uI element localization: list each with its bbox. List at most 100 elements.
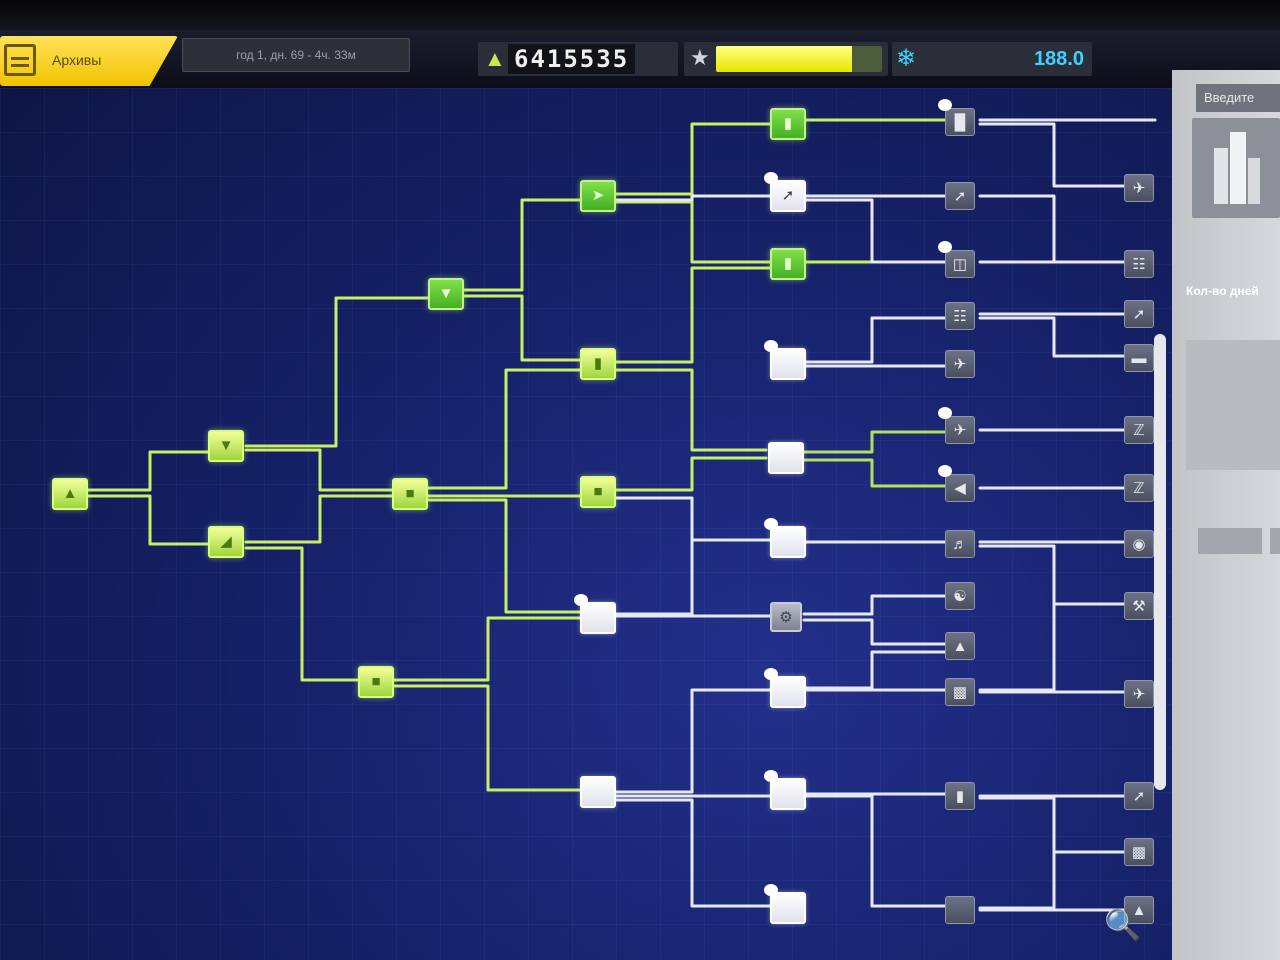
tech-node[interactable]: [764, 668, 806, 708]
tech-node[interactable]: [580, 776, 616, 808]
tech-node[interactable]: [764, 884, 806, 924]
tech-node[interactable]: ⚙: [770, 602, 802, 632]
tech-icon: ◫: [952, 256, 968, 273]
tech-icon: ➚: [1132, 788, 1146, 805]
tech-node[interactable]: ▮: [945, 782, 975, 810]
tech-node[interactable]: ➚: [1124, 300, 1154, 328]
tech-node[interactable]: ▩: [945, 678, 975, 706]
tech-node[interactable]: ▼: [428, 278, 464, 310]
tech-icon: ▮: [593, 355, 603, 372]
tech-icon: ☷: [1132, 256, 1146, 273]
tech-icon: ♬: [952, 536, 968, 553]
zoom-icon[interactable]: 🔍: [1104, 909, 1142, 942]
tech-node[interactable]: ▮: [770, 108, 806, 140]
tech-icon: ▮: [955, 788, 965, 805]
tech-node[interactable]: ♬: [945, 530, 975, 558]
side-panel-button[interactable]: [1270, 528, 1280, 554]
tech-icon: ▩: [952, 684, 968, 701]
monitor-bezel: [0, 0, 1280, 30]
new-badge: [574, 594, 588, 606]
tech-node[interactable]: ◀: [938, 465, 975, 502]
building-preview: [1192, 118, 1280, 218]
tech-node[interactable]: ◫: [938, 241, 975, 278]
tech-node[interactable]: ▮: [770, 248, 806, 280]
tech-node[interactable]: ℤ: [1124, 416, 1154, 444]
archive-button[interactable]: Архивы: [0, 36, 178, 86]
tech-icon: ➚: [1132, 306, 1146, 323]
tech-icon: █: [954, 114, 966, 131]
money-display: ▲ 6415535: [478, 42, 678, 76]
tech-node[interactable]: ▲: [1124, 896, 1154, 924]
enter-button[interactable]: Введите: [1196, 84, 1280, 112]
side-panel-heading: Кол-во дней: [1186, 284, 1259, 298]
tech-icon: ■: [593, 483, 603, 500]
science-display: ❄ 188.0: [892, 42, 1092, 76]
tech-node[interactable]: ℤ: [1124, 474, 1154, 502]
tech-icon: ▮: [783, 115, 793, 132]
tech-node[interactable]: ➤: [580, 180, 616, 212]
tech-icon: ◀: [954, 480, 966, 497]
tech-icon: ◢: [220, 533, 232, 550]
tech-icon: ✈: [1132, 686, 1146, 703]
new-badge: [938, 407, 952, 419]
tech-node[interactable]: [764, 340, 806, 380]
tech-node[interactable]: ➚: [764, 172, 806, 212]
tech-icon: ▲: [62, 485, 78, 502]
tech-node[interactable]: ✈: [945, 350, 975, 378]
tech-node[interactable]: ➚: [945, 182, 975, 210]
tech-node[interactable]: [574, 594, 616, 634]
tech-node[interactable]: ✈: [1124, 680, 1154, 708]
tech-node[interactable]: [945, 896, 975, 924]
tech-node[interactable]: ▼: [208, 430, 244, 462]
tech-icon: ℤ: [1133, 480, 1145, 497]
tech-node[interactable]: [764, 770, 806, 810]
science-value: 188.0: [1033, 48, 1084, 70]
new-badge: [764, 770, 778, 782]
tech-node[interactable]: ☯: [945, 582, 975, 610]
tech-icon: ◉: [1132, 536, 1146, 553]
new-badge: [764, 518, 778, 530]
tech-node[interactable]: ◉: [1124, 530, 1154, 558]
tech-node[interactable]: ✈: [938, 407, 975, 444]
tech-node[interactable]: ➚: [1124, 782, 1154, 810]
new-badge: [764, 172, 778, 184]
side-panel-field[interactable]: [1186, 340, 1280, 470]
side-panel-button[interactable]: [1198, 528, 1262, 554]
tech-icon: ✈: [953, 356, 967, 373]
tech-node[interactable]: █: [938, 99, 975, 136]
tech-node[interactable]: ⚒: [1124, 592, 1154, 620]
tech-node[interactable]: ▩: [1124, 838, 1154, 866]
tech-icon: ▼: [218, 437, 234, 454]
tech-node[interactable]: ▮: [580, 348, 616, 380]
rating-bar-fill: [716, 46, 853, 72]
tech-icon: ✈: [1132, 180, 1146, 197]
tech-icon: ▲: [952, 638, 968, 655]
tech-node[interactable]: ■: [580, 476, 616, 508]
new-badge: [938, 99, 952, 111]
tech-node[interactable]: ☷: [945, 302, 975, 330]
building-icon: [1248, 158, 1260, 204]
tech-icon: ■: [405, 485, 415, 502]
game-date: год 1, дн. 69 - 4ч. 33м: [182, 38, 410, 72]
tech-icon: ▩: [1131, 844, 1147, 861]
tech-node[interactable]: ☷: [1124, 250, 1154, 278]
tech-node[interactable]: ▲: [52, 478, 88, 510]
new-badge: [938, 241, 952, 253]
tree-scrollbar[interactable]: [1154, 334, 1166, 790]
tech-node[interactable]: ▬: [1124, 344, 1154, 372]
tech-icon: ⚒: [1132, 598, 1146, 615]
tech-node[interactable]: ✈: [1124, 174, 1154, 202]
tech-node[interactable]: ◢: [208, 526, 244, 558]
tech-node[interactable]: [768, 442, 804, 474]
tech-icon: ⚙: [779, 609, 793, 626]
tech-node[interactable]: ▲: [945, 632, 975, 660]
tech-icon: ➚: [953, 188, 967, 205]
money-icon: ▲: [484, 46, 506, 71]
star-icon: ★: [690, 45, 710, 70]
tech-node[interactable]: ■: [358, 666, 394, 698]
tech-node[interactable]: [764, 518, 806, 558]
tech-node[interactable]: ■: [392, 478, 428, 510]
new-badge: [764, 668, 778, 680]
tech-icon: ▮: [783, 255, 793, 272]
